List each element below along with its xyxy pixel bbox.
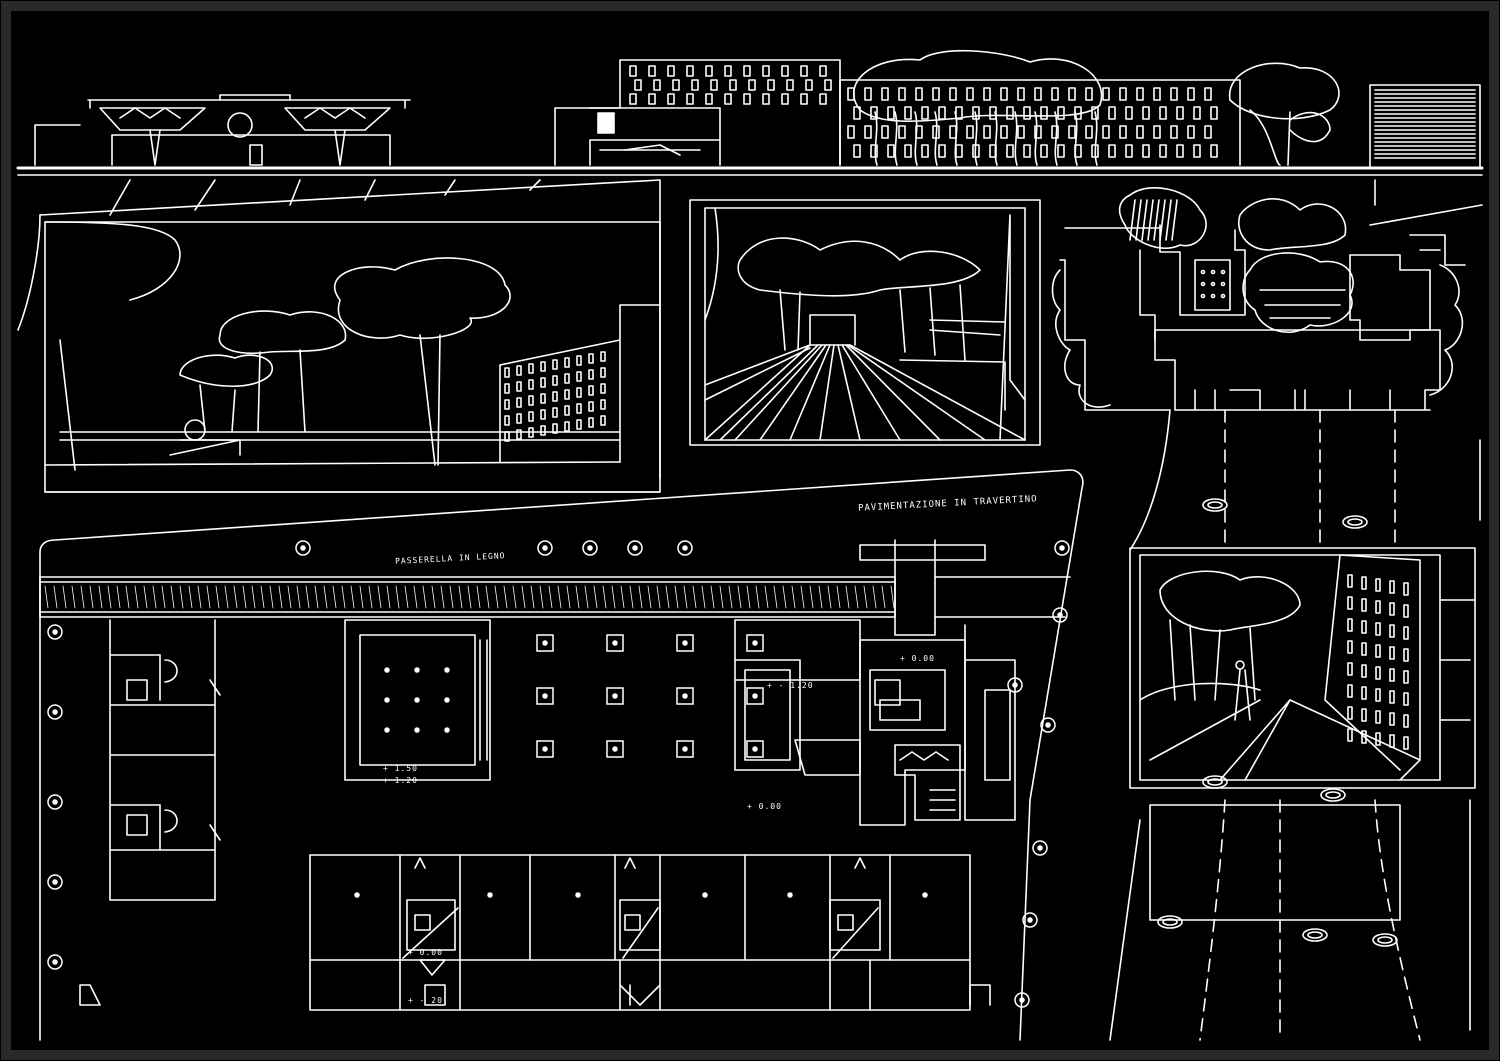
column-icon <box>746 687 764 705</box>
label-level-core: + 0.00 <box>408 948 443 957</box>
tree-icon <box>1157 915 1183 929</box>
column-icon <box>536 634 554 652</box>
label-level-plaza: + 0.00 <box>747 802 782 811</box>
column-icon <box>677 540 693 556</box>
column-icon <box>1054 540 1070 556</box>
tree-icon <box>1320 788 1346 802</box>
column-icon <box>1022 912 1038 928</box>
column-icon <box>47 704 63 720</box>
column-icon <box>47 624 63 640</box>
column-icon <box>606 634 624 652</box>
site-plan-context <box>1051 179 1483 411</box>
site-elevation <box>16 49 1484 176</box>
label-level-lower: + - 20 <box>408 996 443 1005</box>
tree-icon <box>1302 928 1328 942</box>
tree-icon <box>1342 515 1368 529</box>
column-icon <box>295 540 311 556</box>
column-icon <box>1052 607 1068 623</box>
column-icon <box>1014 992 1030 1008</box>
column-icon <box>47 794 63 810</box>
tree-icon <box>1372 933 1398 947</box>
tree-icon <box>1202 498 1228 512</box>
column-icon <box>582 540 598 556</box>
perspective-sketch-avenue <box>689 199 1041 446</box>
perspective-sketch-street <box>1129 547 1476 789</box>
column-icon <box>676 687 694 705</box>
column-icon <box>1040 717 1056 733</box>
column-icon <box>1007 677 1023 693</box>
column-icon <box>47 954 63 970</box>
column-icon <box>746 740 764 758</box>
ground-floor-plan <box>39 469 1084 1041</box>
column-icon <box>746 634 764 652</box>
label-level-courtyard-a: + 1.50 <box>383 764 418 773</box>
perspective-sketch-park <box>44 221 661 493</box>
column-icon <box>47 874 63 890</box>
label-level-sunken: + - 1.20 <box>767 681 814 690</box>
label-level-hall: + 0.00 <box>900 654 935 663</box>
column-icon <box>536 687 554 705</box>
column-icon <box>606 687 624 705</box>
column-icon <box>676 740 694 758</box>
column-icon <box>1032 840 1048 856</box>
column-icon <box>606 740 624 758</box>
column-icon <box>536 740 554 758</box>
column-icon <box>627 540 643 556</box>
column-icon <box>537 540 553 556</box>
label-level-courtyard-b: + 1.20 <box>383 776 418 785</box>
column-icon <box>676 634 694 652</box>
avenue-plan <box>1109 409 1481 1041</box>
